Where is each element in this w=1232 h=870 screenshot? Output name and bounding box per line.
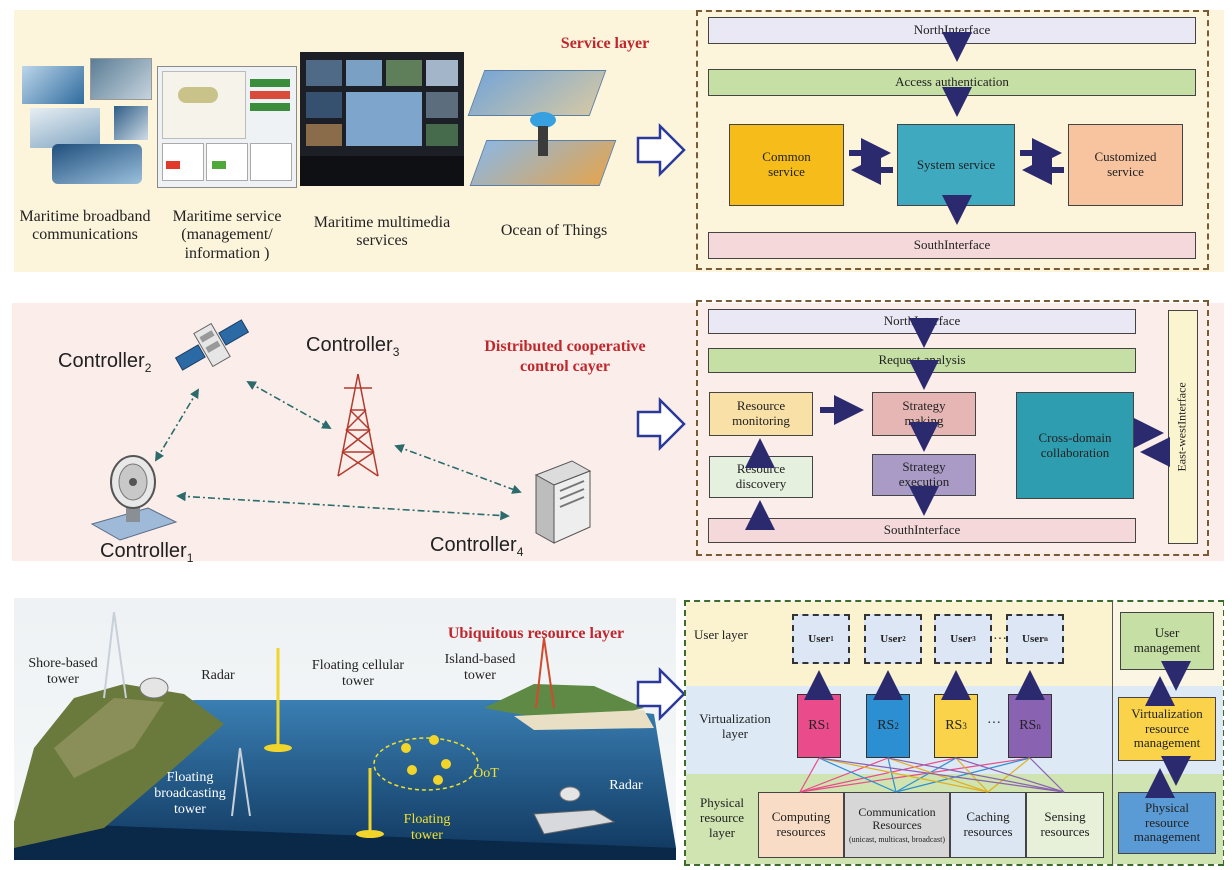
label-floating-tower: Floating tower xyxy=(403,812,451,844)
ocean-scene-illustration xyxy=(14,611,676,860)
cell-tower-icon xyxy=(337,373,379,477)
control-layer-title: Distributed cooperative control cayer xyxy=(484,338,646,375)
controller-4-label: Controller4 xyxy=(430,534,524,559)
right-arrow-icon xyxy=(636,396,686,452)
user-ellipsis: ··· xyxy=(993,632,1007,647)
system-service: System service xyxy=(897,124,1015,206)
service-layer-title: Service layer xyxy=(560,35,650,52)
resource-monitoring: Resource monitoring xyxy=(709,392,813,436)
controller-1-label: Controller1 xyxy=(100,540,194,565)
server-icon xyxy=(534,460,592,544)
physical-resource-management: Physical resource management xyxy=(1118,792,1216,854)
service-diagram-frame xyxy=(696,10,1209,270)
label-island-tower: Island-based tower xyxy=(444,652,516,684)
cross-domain-collaboration: Cross-domain collaboration xyxy=(1016,392,1134,499)
video-wall-photo xyxy=(300,52,464,186)
virtualization-layer-label: Virtualization layer xyxy=(699,711,771,741)
label-radar-2: Radar xyxy=(609,778,643,793)
controller-2-label: Controller2 xyxy=(58,350,152,375)
right-arrow-icon xyxy=(636,122,686,178)
label-floating-broadcasting: Floating broadcasting tower xyxy=(154,770,226,818)
computing-resources: Computing resources xyxy=(758,792,844,858)
control-south-interface: SouthInterface xyxy=(708,518,1136,543)
caption-broadband: Maritime broadband communications xyxy=(19,208,151,244)
customized-service: Customized service xyxy=(1068,124,1183,206)
satellite-dish-icon xyxy=(90,455,178,541)
user-layer-label: User layer xyxy=(694,627,748,642)
label-floating-cellular: Floating cellular tower xyxy=(311,658,405,690)
sensing-resources: Sensing resources xyxy=(1026,792,1104,858)
ship-photo-collage xyxy=(22,58,152,186)
caption-ocean-of-things: Ocean of Things xyxy=(500,222,608,239)
right-arrow-icon xyxy=(636,666,686,722)
physical-layer-label: Physical resource layer xyxy=(699,795,745,840)
label-radar-1: Radar xyxy=(201,668,235,683)
east-west-interface: East-westInterface xyxy=(1168,310,1198,544)
resource-diagram-frame xyxy=(684,600,1224,866)
controller-3-label: Controller3 xyxy=(306,334,400,359)
ocean-iot-illustration xyxy=(467,62,628,188)
satellite-icon xyxy=(174,319,250,371)
communication-resources: Communication Resources (unicast, multic… xyxy=(844,792,950,858)
map-software-screenshot xyxy=(157,66,297,188)
caption-multimedia: Maritime multimedia services xyxy=(313,214,451,250)
common-service: Common service xyxy=(729,124,844,206)
resource-layer-title: Ubiquitous resource layer xyxy=(447,625,625,642)
control-diagram-frame xyxy=(696,300,1209,556)
rs-ellipsis: ··· xyxy=(987,716,1001,731)
virtualization-resource-management: Virtualization resource management xyxy=(1118,697,1216,761)
label-oot: OoT xyxy=(473,766,499,781)
caption-maritime-service: Maritime service (management/ informatio… xyxy=(172,208,282,262)
service-south-interface: SouthInterface xyxy=(708,232,1196,259)
caching-resources: Caching resources xyxy=(950,792,1026,858)
label-shore-tower: Shore-based tower xyxy=(28,656,98,688)
